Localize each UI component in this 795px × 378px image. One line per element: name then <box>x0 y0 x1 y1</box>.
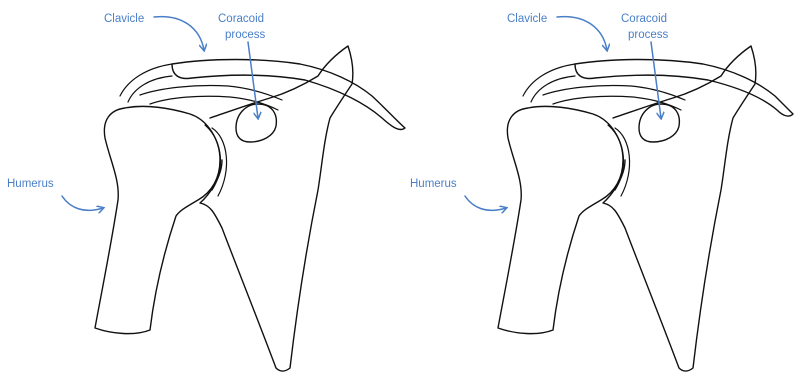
clavicle-label: Clavicle <box>507 13 547 25</box>
humerus-outline <box>498 106 623 333</box>
acromion-curve-lower <box>553 96 681 110</box>
acromion-curve <box>140 85 282 100</box>
coracoid-label-line2: process <box>628 29 669 41</box>
scapula-outline <box>603 46 756 371</box>
scapula-outline <box>200 46 353 371</box>
humerus-head-arc <box>608 125 623 190</box>
coracoid-arrow <box>651 42 661 118</box>
clavicle-outline <box>172 60 405 130</box>
acromion-curve <box>543 85 685 100</box>
humerus-label: Humerus <box>410 178 457 190</box>
coracoid-label-line1: Coracoid <box>621 13 667 25</box>
shoulder-diagram-right: Clavicle Coracoid process Humerus <box>410 13 793 371</box>
humerus-label: Humerus <box>7 178 54 190</box>
clavicle-label: Clavicle <box>104 13 144 25</box>
coracoid-arrow <box>248 42 258 118</box>
clavicle-distal-end <box>523 64 575 102</box>
clavicle-distal-end <box>120 64 172 102</box>
shoulder-diagram-left: Clavicle Coracoid process Humerus <box>7 13 405 371</box>
humerus-outline <box>95 106 220 333</box>
humerus-arrow <box>465 196 506 210</box>
coracoid-label-line1: Coracoid <box>218 13 264 25</box>
humerus-head-arc <box>205 125 220 190</box>
clavicle-arrow <box>557 17 607 50</box>
humerus-arrow <box>62 196 103 210</box>
coracoid-label-line2: process <box>225 29 266 41</box>
acromion-curve-lower <box>150 96 278 110</box>
clavicle-outline <box>575 60 793 117</box>
clavicle-arrow <box>154 17 204 50</box>
